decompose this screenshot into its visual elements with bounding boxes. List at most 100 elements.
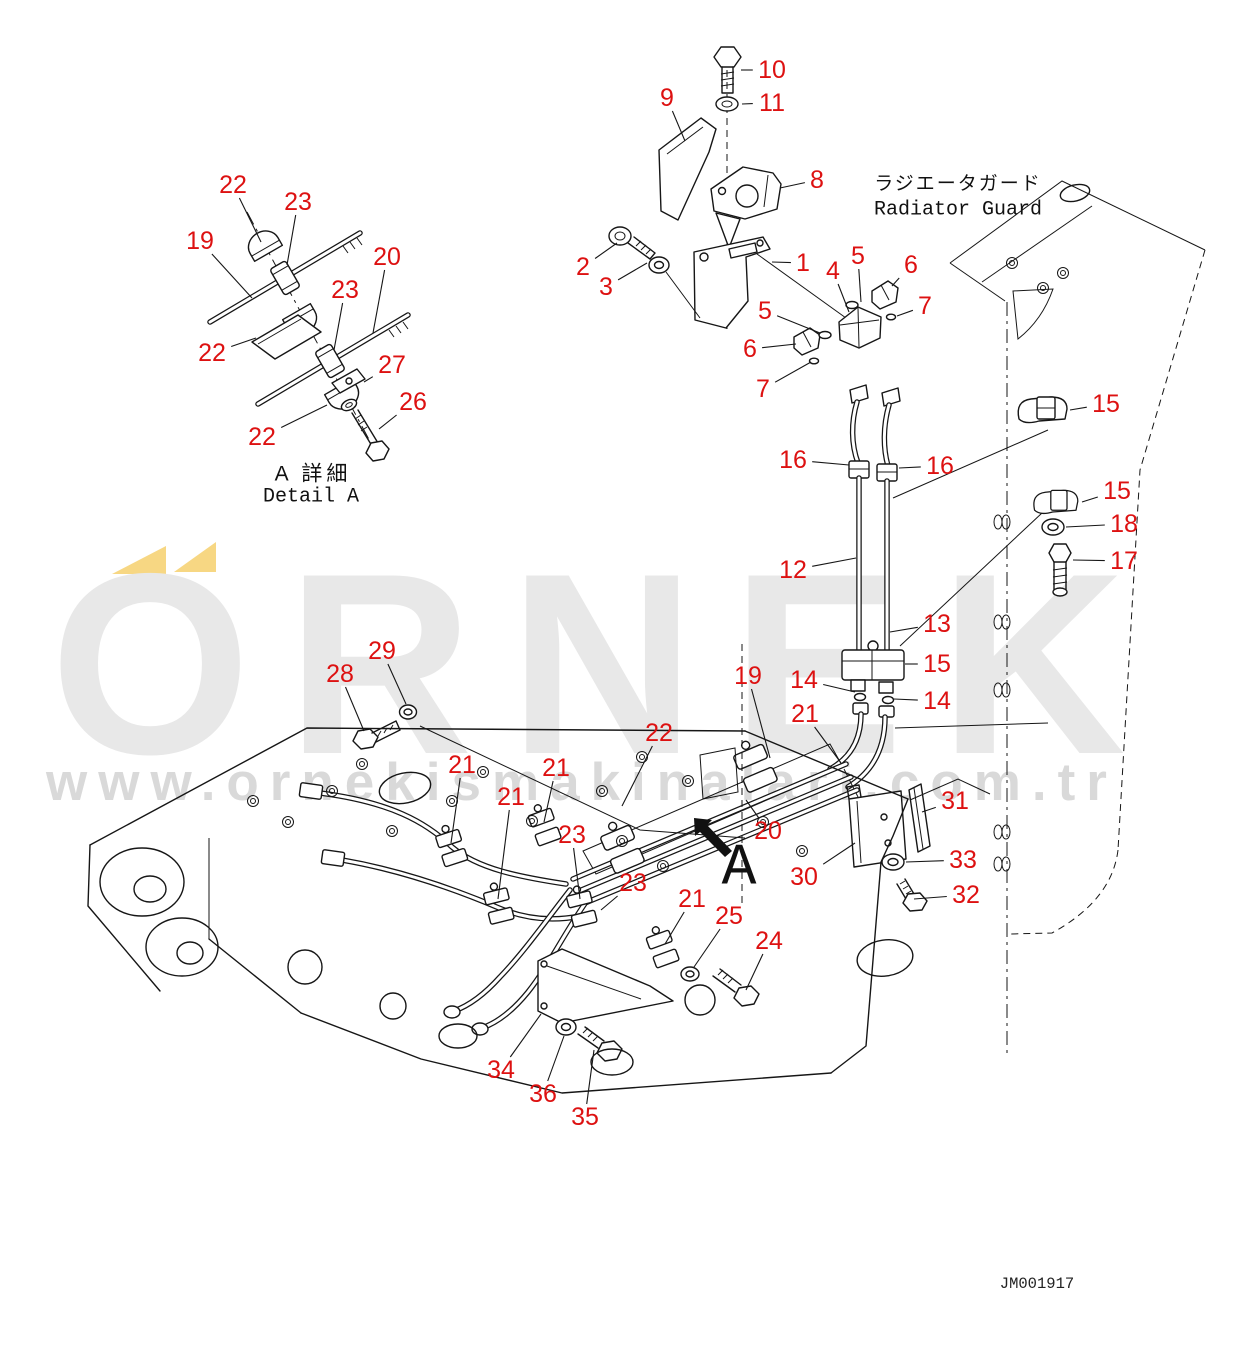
callout-leader-18 xyxy=(1065,524,1105,528)
callout-15: 15 xyxy=(1103,477,1131,505)
callout-5: 5 xyxy=(758,297,772,325)
cover-plate-9-art xyxy=(658,117,717,221)
washer-14-art xyxy=(853,692,867,702)
callout-25: 25 xyxy=(715,902,743,930)
guard-plate-34-art xyxy=(537,948,674,1024)
callout-leader-7 xyxy=(774,361,812,383)
callout-17: 17 xyxy=(1110,547,1138,575)
callout-leader-14 xyxy=(893,698,918,701)
callout-leader-23 xyxy=(286,214,297,266)
callout-29: 29 xyxy=(368,637,396,665)
callout-leader-33 xyxy=(905,860,944,863)
callout-leader-29 xyxy=(387,663,407,705)
callout-19: 19 xyxy=(186,227,214,255)
radiator-guard-art xyxy=(892,180,1206,1058)
callout-26: 26 xyxy=(399,388,427,416)
washer-3-art xyxy=(648,256,670,274)
callout-leader-16 xyxy=(812,461,850,466)
callout-leader-5 xyxy=(858,268,862,303)
clamp-shell-22-art xyxy=(247,230,284,263)
callout-leader-8 xyxy=(779,182,806,189)
plate-31-art xyxy=(908,783,931,853)
fitting-6-art xyxy=(793,327,821,356)
callout-leader-23 xyxy=(333,302,344,351)
tube-column-art xyxy=(827,384,905,790)
washer-14-art xyxy=(881,695,895,705)
callout-leader-15 xyxy=(1069,406,1087,411)
callout-leader-21 xyxy=(814,726,842,764)
callout-9: 9 xyxy=(660,84,674,112)
callout-leader-20 xyxy=(372,269,386,334)
callout-22: 22 xyxy=(645,719,673,747)
callout-14: 14 xyxy=(790,666,818,694)
callout-leader-12 xyxy=(812,557,857,567)
callout-27: 27 xyxy=(378,351,406,379)
washer-25-art xyxy=(680,966,700,982)
callout-leader-35 xyxy=(586,1049,595,1105)
callout-2: 2 xyxy=(576,253,590,281)
callout-15: 15 xyxy=(923,650,951,678)
block-8-art xyxy=(710,166,782,220)
detail-a-assembly-art xyxy=(207,211,411,462)
callout-leader-2 xyxy=(594,242,618,259)
callout-30: 30 xyxy=(790,863,818,891)
callout-13: 13 xyxy=(923,610,951,638)
frame-art xyxy=(87,257,1069,1094)
callout-16: 16 xyxy=(926,452,954,480)
callout-leader-3 xyxy=(617,262,648,281)
callout-22: 22 xyxy=(219,171,247,199)
callout-6: 6 xyxy=(743,335,757,363)
valve-4-art xyxy=(838,306,882,349)
callout-20: 20 xyxy=(754,817,782,845)
callout-15: 15 xyxy=(1092,390,1120,418)
callout-8: 8 xyxy=(810,166,824,194)
callout-leader-21 xyxy=(450,777,461,844)
bolt-32-art xyxy=(902,892,928,912)
callout-23: 23 xyxy=(331,276,359,304)
bolt-17-art xyxy=(1048,543,1072,563)
callout-leader-23 xyxy=(600,895,618,911)
callout-leader-22 xyxy=(238,197,262,243)
watermark-brand: ORNEK xyxy=(50,519,1162,808)
callout-23: 23 xyxy=(284,188,312,216)
callout-35: 35 xyxy=(571,1103,599,1131)
clamp-15-art xyxy=(1017,396,1068,424)
callout-leader-30 xyxy=(822,842,856,865)
link-27-art xyxy=(331,368,366,394)
bolt-10-art xyxy=(713,46,742,68)
callout-leaders xyxy=(211,69,1105,1105)
clamp-21-art xyxy=(645,926,680,969)
callout-leader-14 xyxy=(823,683,856,693)
callout-leader-20 xyxy=(745,799,760,819)
callout-leader-4 xyxy=(837,283,850,313)
callout-7: 7 xyxy=(918,292,932,320)
view-a-arrow-icon xyxy=(694,818,732,857)
washer-18-art xyxy=(1041,518,1065,536)
callout-31: 31 xyxy=(941,787,969,815)
view-a-marker: A xyxy=(722,837,757,902)
fitting-6-art xyxy=(871,280,899,310)
washer-29-art xyxy=(398,704,418,720)
callout-leader-22 xyxy=(621,745,653,807)
washer-11-art xyxy=(715,96,739,112)
callout-leader-24 xyxy=(745,953,764,991)
callout-leader-9 xyxy=(671,110,686,142)
callout-leader-15 xyxy=(1081,496,1098,503)
clamp-21-art xyxy=(482,882,515,925)
clamp-ring-23-art xyxy=(270,260,300,296)
washer-5-art xyxy=(818,330,832,340)
clamp-22-art xyxy=(733,740,778,793)
callout-leader-27 xyxy=(363,376,374,383)
callout-leader-5 xyxy=(776,315,821,334)
assembly-title-en: Radiator Guard xyxy=(874,199,1042,222)
callout-12: 12 xyxy=(779,556,807,584)
valve-fittings-assembly-art xyxy=(793,280,899,365)
callout-14: 14 xyxy=(923,687,951,715)
callout-leader-22 xyxy=(231,337,257,348)
clamp-23-art xyxy=(565,885,598,928)
bracket-1-art xyxy=(693,236,771,329)
callout-leader-7 xyxy=(896,309,914,317)
